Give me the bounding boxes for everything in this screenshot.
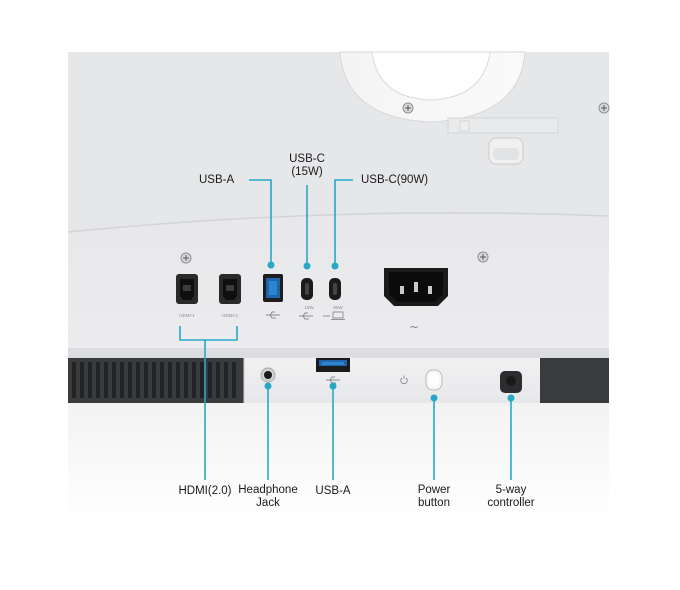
label-headphone-line2: Jack xyxy=(256,497,280,509)
label-headphone-jack: Headphone Jack xyxy=(228,484,308,510)
screw-icon xyxy=(180,252,192,264)
ac-power-inlet xyxy=(384,268,448,306)
label-usb-c-15w-line2: (15W) xyxy=(291,166,323,178)
usb-c-90w-port xyxy=(329,278,341,300)
label-power-line1: Power xyxy=(417,484,451,496)
label-usb-a-top: USB-A xyxy=(199,174,235,186)
label-usb-c-90w: USB-C(90W) xyxy=(361,174,429,186)
hdmi-2-port xyxy=(219,274,241,304)
stand-mount xyxy=(339,51,526,123)
ac-symbol: ~ xyxy=(409,320,419,334)
usb-icon xyxy=(266,311,280,319)
callout-lines xyxy=(179,179,512,480)
five-way-controller xyxy=(500,371,522,393)
usb-a-port-bottom xyxy=(316,358,350,372)
label-usb-c-15w-line1: USB-C xyxy=(289,153,325,165)
power-button xyxy=(425,369,443,391)
label-controller-line1: 5-way xyxy=(495,484,527,496)
headphone-jack xyxy=(260,367,276,383)
usb-c-90w-watt: 90W xyxy=(333,305,343,310)
hdmi-1-port xyxy=(176,274,198,304)
label-5-way-controller: 5-way controller xyxy=(476,484,546,510)
hdmi-2-marking: HDMI-2 xyxy=(222,313,238,318)
laptop-icon xyxy=(323,311,345,320)
label-power-line2: button xyxy=(418,497,450,509)
label-power-button: Power button xyxy=(404,484,464,510)
label-usb-a-bottom: USB-A xyxy=(315,485,351,497)
label-usb-c-15w: USB-C (15W) xyxy=(282,153,332,179)
hdmi-1-marking: HDMI-1 xyxy=(179,313,195,318)
screw-icon xyxy=(598,102,610,114)
usb-a-port-top xyxy=(263,274,283,302)
usb-icon xyxy=(299,312,313,320)
screw-icon xyxy=(402,102,414,114)
label-controller-line2: controller xyxy=(487,497,535,509)
power-symbol-icon xyxy=(400,375,408,385)
label-headphone-line1: Headphone xyxy=(238,484,298,496)
usb-c-15w-port xyxy=(301,278,313,300)
usb-c-15w-watt: 15W xyxy=(304,305,314,310)
control-panel xyxy=(244,358,540,405)
label-hdmi: HDMI(2.0) xyxy=(178,485,232,497)
vent-slots xyxy=(72,362,236,398)
callout-dots xyxy=(264,261,515,402)
screw-icon xyxy=(477,251,489,263)
